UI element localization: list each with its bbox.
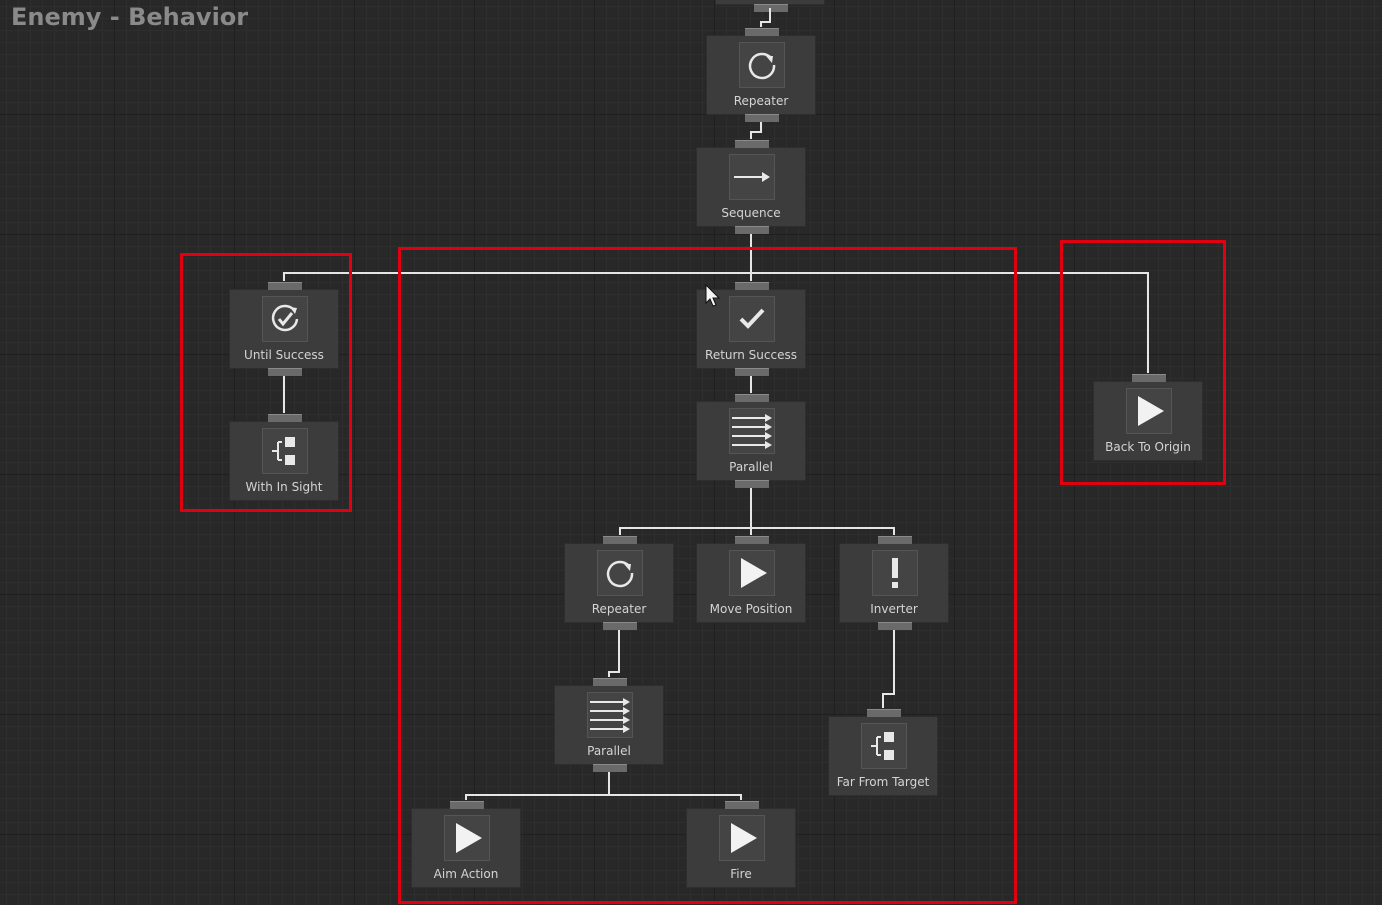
output-port[interactable]: [735, 368, 769, 376]
wire: [608, 629, 620, 677]
node-fire[interactable]: Fire: [686, 801, 796, 888]
node-label: Far From Target: [836, 775, 930, 789]
node-label: Parallel: [729, 460, 773, 474]
mouse-cursor-icon: [705, 283, 721, 312]
input-port[interactable]: [878, 536, 912, 544]
play-icon: [444, 815, 490, 861]
wire: [619, 527, 895, 535]
condition-icon: [262, 428, 308, 474]
play-icon: [729, 550, 775, 596]
node-label: Move Position: [709, 602, 793, 616]
arrow-right-icon: [729, 154, 775, 200]
repeat-icon: [739, 42, 785, 88]
graph-title: Enemy - Behavior: [11, 3, 249, 31]
node-label: Return Success: [705, 348, 797, 362]
node-until-success[interactable]: Until Success: [229, 282, 339, 376]
input-port[interactable]: [593, 678, 627, 686]
node-inverter[interactable]: Inverter: [839, 536, 949, 630]
input-port[interactable]: [745, 28, 779, 36]
wire: [760, 8, 771, 27]
input-port[interactable]: [1132, 374, 1166, 382]
node-far-from-target[interactable]: Far From Target: [828, 709, 938, 796]
play-icon: [1126, 388, 1172, 434]
input-port[interactable]: [735, 140, 769, 148]
input-port[interactable]: [268, 282, 302, 290]
highlight-box-right: [1060, 240, 1226, 485]
output-port[interactable]: [603, 622, 637, 630]
node-label: Fire: [730, 867, 752, 881]
condition-icon: [861, 723, 907, 769]
input-port[interactable]: [268, 414, 302, 422]
node-label: Parallel: [587, 744, 631, 758]
input-port[interactable]: [725, 801, 759, 809]
node-label: Repeater: [591, 602, 647, 616]
input-port[interactable]: [603, 536, 637, 544]
parallel-arrows-icon: [587, 692, 633, 738]
check-icon: [729, 296, 775, 342]
parallel-arrows-icon: [729, 408, 775, 454]
node-label: Repeater: [733, 94, 789, 108]
node-move-position[interactable]: Move Position: [696, 536, 806, 623]
check-circle-icon: [262, 296, 308, 342]
input-port[interactable]: [735, 394, 769, 402]
node-label: With In Sight: [245, 480, 323, 494]
node-label: Aim Action: [433, 867, 499, 881]
output-port[interactable]: [735, 226, 769, 234]
wire: [465, 794, 742, 800]
output-port[interactable]: [735, 480, 769, 488]
node-repeater-inner[interactable]: Repeater: [564, 536, 674, 630]
node-aim-action[interactable]: Aim Action: [411, 801, 521, 888]
node-repeater-top[interactable]: Repeater: [706, 28, 816, 122]
output-port[interactable]: [593, 764, 627, 772]
output-port[interactable]: [878, 622, 912, 630]
output-port[interactable]: [268, 368, 302, 376]
wire: [750, 121, 762, 139]
node-parallel-main[interactable]: Parallel: [696, 394, 806, 488]
highlight-box-left: [180, 253, 352, 512]
input-port[interactable]: [735, 536, 769, 544]
node-back-to-origin[interactable]: Back To Origin: [1093, 374, 1203, 461]
wire: [882, 629, 895, 708]
input-port[interactable]: [867, 709, 901, 717]
exclamation-icon: [872, 550, 918, 596]
node-label: Inverter: [870, 602, 918, 616]
node-label: Until Success: [244, 348, 324, 362]
repeat-icon: [597, 550, 643, 596]
play-icon: [719, 815, 765, 861]
input-port[interactable]: [450, 801, 484, 809]
highlight-box-center: [398, 247, 1017, 904]
node-label: Sequence: [721, 206, 781, 220]
node-sequence[interactable]: Sequence: [696, 140, 806, 234]
node-with-in-sight[interactable]: With In Sight: [229, 414, 339, 501]
node-parallel-inner[interactable]: Parallel: [554, 678, 664, 772]
node-label: Back To Origin: [1105, 440, 1191, 454]
wire: [283, 272, 1149, 373]
input-port[interactable]: [735, 282, 769, 290]
output-port[interactable]: [745, 114, 779, 122]
